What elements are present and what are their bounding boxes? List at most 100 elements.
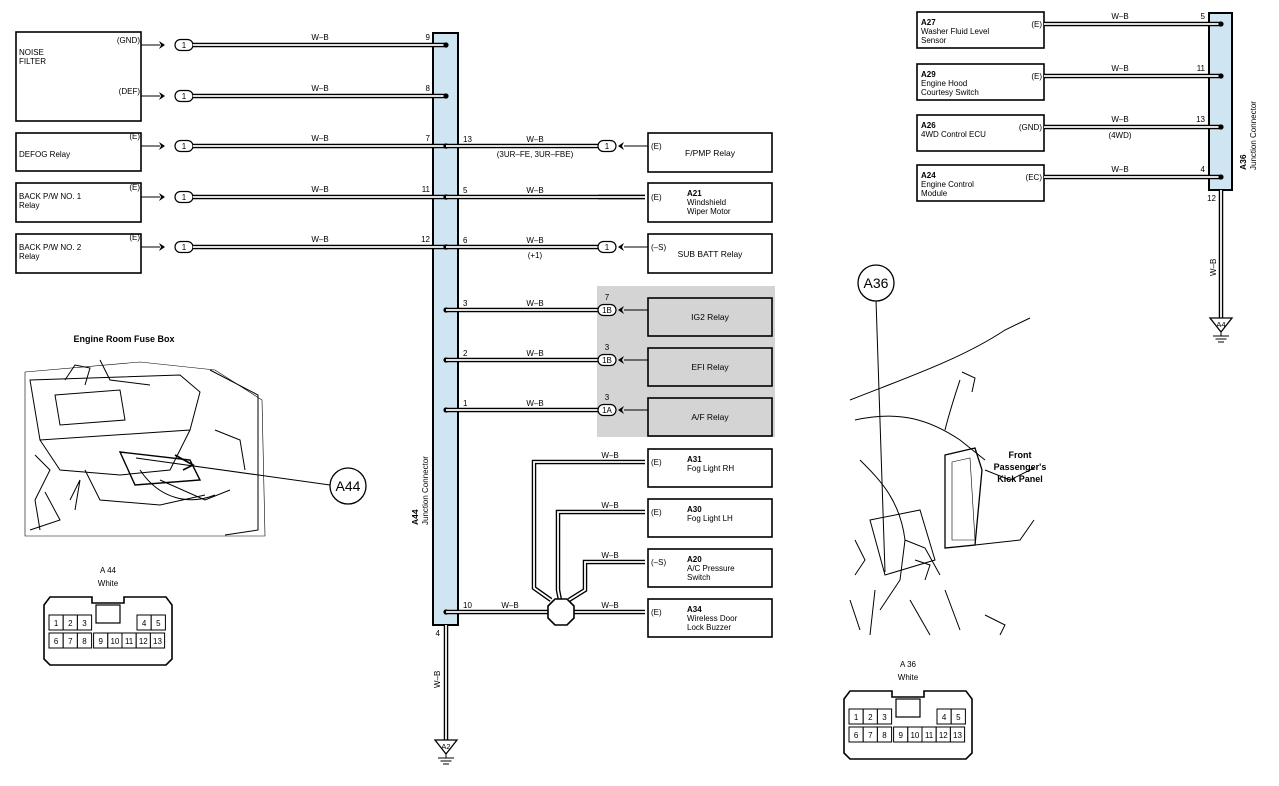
right-terminal-label: (E) xyxy=(651,193,662,202)
a36-id: A36 xyxy=(1238,154,1248,170)
a36-component-name: Sensor xyxy=(921,36,947,45)
engine-room-title: Engine Room Fuse Box xyxy=(73,334,174,344)
splice-component-code: A20 xyxy=(687,555,702,564)
splice-wire-color: W–B xyxy=(601,601,618,610)
right-component-0 xyxy=(647,132,773,173)
kick-panel-title: Kick Panel xyxy=(997,474,1043,484)
right-wire-color: W–B xyxy=(526,186,543,195)
a36-component-name: Washer Fluid Level xyxy=(921,27,989,36)
splice-terminal-label: (E) xyxy=(651,458,662,467)
splice-component-code: A31 xyxy=(687,455,702,464)
right-wire-color: W–B xyxy=(526,135,543,144)
a36-connector-face-pin: 4 xyxy=(942,713,947,722)
a44-pin: 1 xyxy=(463,399,468,408)
left-component-2-name: Relay xyxy=(19,201,39,210)
a44-pin: 8 xyxy=(426,84,431,93)
left-component-2-name: BACK P/W NO. 1 xyxy=(19,192,82,201)
left-arrow xyxy=(159,41,165,49)
right-component-name: IG2 Relay xyxy=(691,312,730,322)
splice-component-name: Wireless Door xyxy=(687,614,738,623)
right-component-5 xyxy=(647,397,773,437)
a44-pin: 7 xyxy=(426,134,431,143)
a36-terminal-label: (EC) xyxy=(1026,173,1043,182)
a44-connector-face-cavity xyxy=(149,632,166,649)
splice-component-name: Lock Buzzer xyxy=(687,623,731,632)
a36-connector-face-cavity xyxy=(949,726,966,743)
splice-component-name: Fog Light RH xyxy=(687,464,734,473)
splice-point xyxy=(547,598,575,626)
a36-connector-face-pin: 2 xyxy=(868,713,873,722)
a36-component-name: Courtesy Switch xyxy=(921,88,979,97)
a44-connector-face-latch xyxy=(95,604,121,624)
left-component-1-name: DEFOG Relay xyxy=(19,150,70,159)
right-wire-color: W–B xyxy=(526,399,543,408)
right-connector-pill-label: 1B xyxy=(602,356,612,365)
right-arrow xyxy=(618,356,624,364)
a36-connector-face-code: A 36 xyxy=(900,660,917,669)
a44-connector-face-pin: 2 xyxy=(68,619,73,628)
left-component-3-name: Relay xyxy=(19,252,39,261)
a44-id: A44 xyxy=(410,509,420,525)
a44-pin: 2 xyxy=(463,349,468,358)
right-connector-pin: 3 xyxy=(605,393,610,402)
a36-callout-line xyxy=(875,299,886,573)
a44-connector-face-pin: 5 xyxy=(156,619,161,628)
splice-branch-wire-core xyxy=(533,461,645,601)
a36-pin: 5 xyxy=(1201,12,1206,21)
splice-component-0 xyxy=(647,448,773,488)
a36-pin: 13 xyxy=(1196,115,1205,124)
a44-ground xyxy=(433,739,459,756)
a36-component-code: A27 xyxy=(921,18,936,27)
left-connector-pill-label: 1 xyxy=(182,243,187,252)
kick-panel-photo xyxy=(849,317,1035,636)
a44-pin: 6 xyxy=(463,236,468,245)
a36-connector-face-pin: 9 xyxy=(898,731,903,740)
left-wire-color: W–B xyxy=(311,84,328,93)
a36-component-code: A29 xyxy=(921,70,936,79)
left-terminal-label: (GND) xyxy=(117,36,140,45)
a36-connector-face-cavity xyxy=(876,726,893,743)
a44-connector-face-pin: 6 xyxy=(54,637,59,646)
a36-connector-face-pin: 10 xyxy=(910,731,919,740)
right-wire-note: (3UR–FE, 3UR–FBE) xyxy=(497,150,574,159)
right-connector-pill xyxy=(597,139,617,153)
a44-name: Junction Connector xyxy=(421,456,430,525)
junction-dot xyxy=(1218,124,1224,130)
left-connector-pill-label: 1 xyxy=(182,142,187,151)
left-connector-pill-label: 1 xyxy=(182,193,187,202)
kick-panel-title: Passenger's xyxy=(994,462,1047,472)
left-terminal-label: (E) xyxy=(129,183,140,192)
left-wire-color: W–B xyxy=(311,235,328,244)
kick-panel-title: Front xyxy=(1009,450,1032,460)
right-connector-pill xyxy=(597,240,617,254)
right-wire-color: W–B xyxy=(526,299,543,308)
right-wire-note: (+1) xyxy=(528,251,543,260)
a36-connector-face-cavity xyxy=(950,708,966,725)
a44-connector-face-pin: 12 xyxy=(139,637,148,646)
splice-branch-wire xyxy=(531,459,645,602)
a44-connector-face-pin: 10 xyxy=(110,637,119,646)
right-connector-pill-label: 1 xyxy=(605,243,610,252)
a36-component-1 xyxy=(916,63,1045,101)
a44-ground-wire-color: W–B xyxy=(433,671,442,688)
left-connector-pill-label: 1 xyxy=(182,92,187,101)
right-connector-pill xyxy=(597,403,617,417)
left-arrow xyxy=(159,243,165,251)
splice-terminal-label: (E) xyxy=(651,508,662,517)
a36-component-0 xyxy=(916,11,1045,49)
a36-connector-face-pin: 5 xyxy=(956,713,961,722)
right-component-4 xyxy=(647,347,773,387)
a36-component-3 xyxy=(916,164,1045,202)
a44-connector-bar xyxy=(432,32,459,626)
left-terminal-label: (E) xyxy=(129,132,140,141)
junction-dot xyxy=(1218,21,1224,27)
a44-connector-face-color: White xyxy=(98,579,119,588)
left-component-3-name: BACK P/W NO. 2 xyxy=(19,243,82,252)
left-terminal-label: (E) xyxy=(129,233,140,242)
a36-component-name: 4WD Control ECU xyxy=(921,130,986,139)
right-connector-pill-label: 1B xyxy=(602,306,612,315)
right-connector-pill-label: 1A xyxy=(602,406,612,415)
splice-component-code: A30 xyxy=(687,505,702,514)
a36-connector-face-pin: 12 xyxy=(939,731,948,740)
